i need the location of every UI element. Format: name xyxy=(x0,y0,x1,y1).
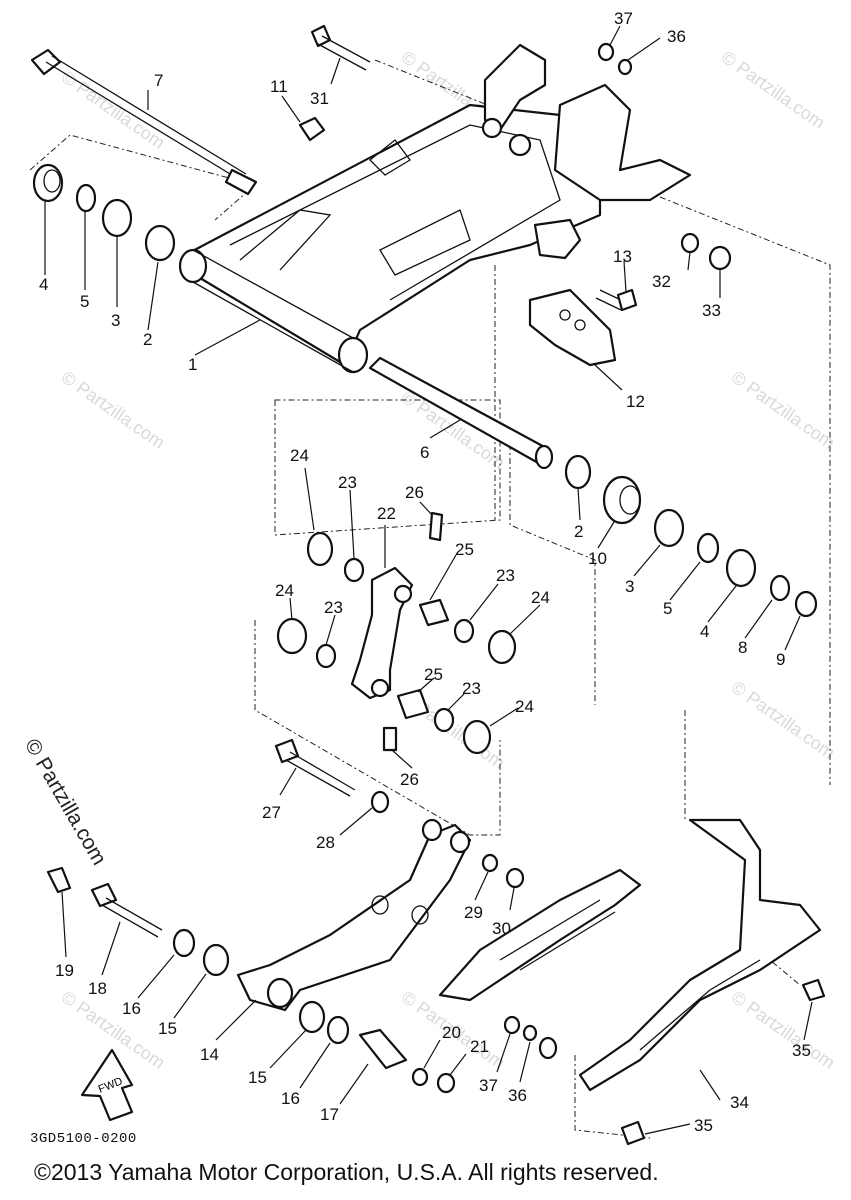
callout-21: 21 xyxy=(470,1037,489,1056)
callout-7: 7 xyxy=(154,71,163,90)
connecting-rod-14 xyxy=(236,738,525,1012)
watermark: © Partzilla.com xyxy=(58,367,169,453)
bushings-left xyxy=(32,163,176,262)
callout-15: 15 xyxy=(248,1068,267,1087)
callout-36: 36 xyxy=(667,27,686,46)
callout-11: 11 xyxy=(270,77,288,96)
callout-24: 24 xyxy=(515,697,534,716)
callout-35: 35 xyxy=(694,1116,713,1135)
swingarm-1 xyxy=(178,43,692,374)
callout-22: 22 xyxy=(377,504,396,523)
callout-5: 5 xyxy=(80,292,89,311)
callout-27: 27 xyxy=(262,803,281,822)
callout-24: 24 xyxy=(531,588,550,607)
lower-left-hardware xyxy=(46,866,538,1094)
chain-guide-12 xyxy=(528,288,617,367)
callout-2: 2 xyxy=(143,330,152,349)
callout-25: 25 xyxy=(455,540,474,559)
top-hardware xyxy=(298,24,732,312)
watermark: © Partzilla.com xyxy=(728,677,839,763)
watermark: © Partzilla.com xyxy=(728,987,839,1073)
callout-10: 10 xyxy=(588,549,607,568)
callout-36: 36 xyxy=(508,1086,527,1105)
callout-13: 13 xyxy=(613,247,632,266)
drawing-code: 3GD5100-0200 xyxy=(30,1131,137,1147)
watermark: © Partzilla.com xyxy=(728,367,839,453)
callout-35: 35 xyxy=(792,1041,811,1060)
callout-9: 9 xyxy=(776,650,785,669)
callout-28: 28 xyxy=(316,833,335,852)
callout-33: 33 xyxy=(702,301,721,320)
leader-lines xyxy=(44,25,813,1135)
callout-31: 31 xyxy=(310,89,329,108)
callout-29: 29 xyxy=(464,903,483,922)
callout-5: 5 xyxy=(663,599,672,618)
callout-16: 16 xyxy=(281,1089,300,1108)
callout-2: 2 xyxy=(574,522,583,541)
callout-32: 32 xyxy=(652,272,671,291)
fwd-arrow: FWD xyxy=(80,1048,134,1122)
callout-23: 23 xyxy=(324,598,343,617)
collar-6 xyxy=(368,356,554,470)
callout-1: 1 xyxy=(188,355,197,374)
callout-3: 3 xyxy=(625,577,634,596)
callout-37: 37 xyxy=(479,1076,498,1095)
callout-24: 24 xyxy=(275,581,294,600)
bushings-right xyxy=(564,454,818,618)
callout-23: 23 xyxy=(462,679,481,698)
callout-23: 23 xyxy=(496,566,515,585)
watermark: © Partzilla.com xyxy=(718,47,829,133)
callout-14: 14 xyxy=(200,1045,219,1064)
callout-3: 3 xyxy=(111,311,120,330)
callout-15: 15 xyxy=(158,1019,177,1038)
callout-4: 4 xyxy=(39,275,48,294)
callout-24: 24 xyxy=(290,446,309,465)
pivot-shaft-7 xyxy=(30,48,258,196)
callout-26: 26 xyxy=(400,770,419,789)
callout-19: 19 xyxy=(55,961,74,980)
callout-4: 4 xyxy=(700,622,709,641)
callout-labels: 1 2 2 3 3 4 4 5 5 6 7 8 9 10 11 12 13 14… xyxy=(39,9,811,1135)
callout-34: 34 xyxy=(730,1093,749,1112)
callout-6: 6 xyxy=(420,443,429,462)
callout-18: 18 xyxy=(88,979,107,998)
callout-37: 37 xyxy=(614,9,633,28)
callout-12: 12 xyxy=(626,392,645,411)
callout-20: 20 xyxy=(442,1023,461,1042)
callout-26: 26 xyxy=(405,483,424,502)
callout-30: 30 xyxy=(492,919,511,938)
callout-25: 25 xyxy=(424,665,443,684)
footrest-guard-34 xyxy=(438,818,826,1146)
callout-17: 17 xyxy=(320,1105,339,1124)
callout-8: 8 xyxy=(738,638,747,657)
callout-23: 23 xyxy=(338,473,357,492)
callout-16: 16 xyxy=(122,999,141,1018)
relay-arm-22 xyxy=(276,511,517,755)
copyright-notice: ©2013 Yamaha Motor Corporation, U.S.A. A… xyxy=(34,1159,659,1185)
